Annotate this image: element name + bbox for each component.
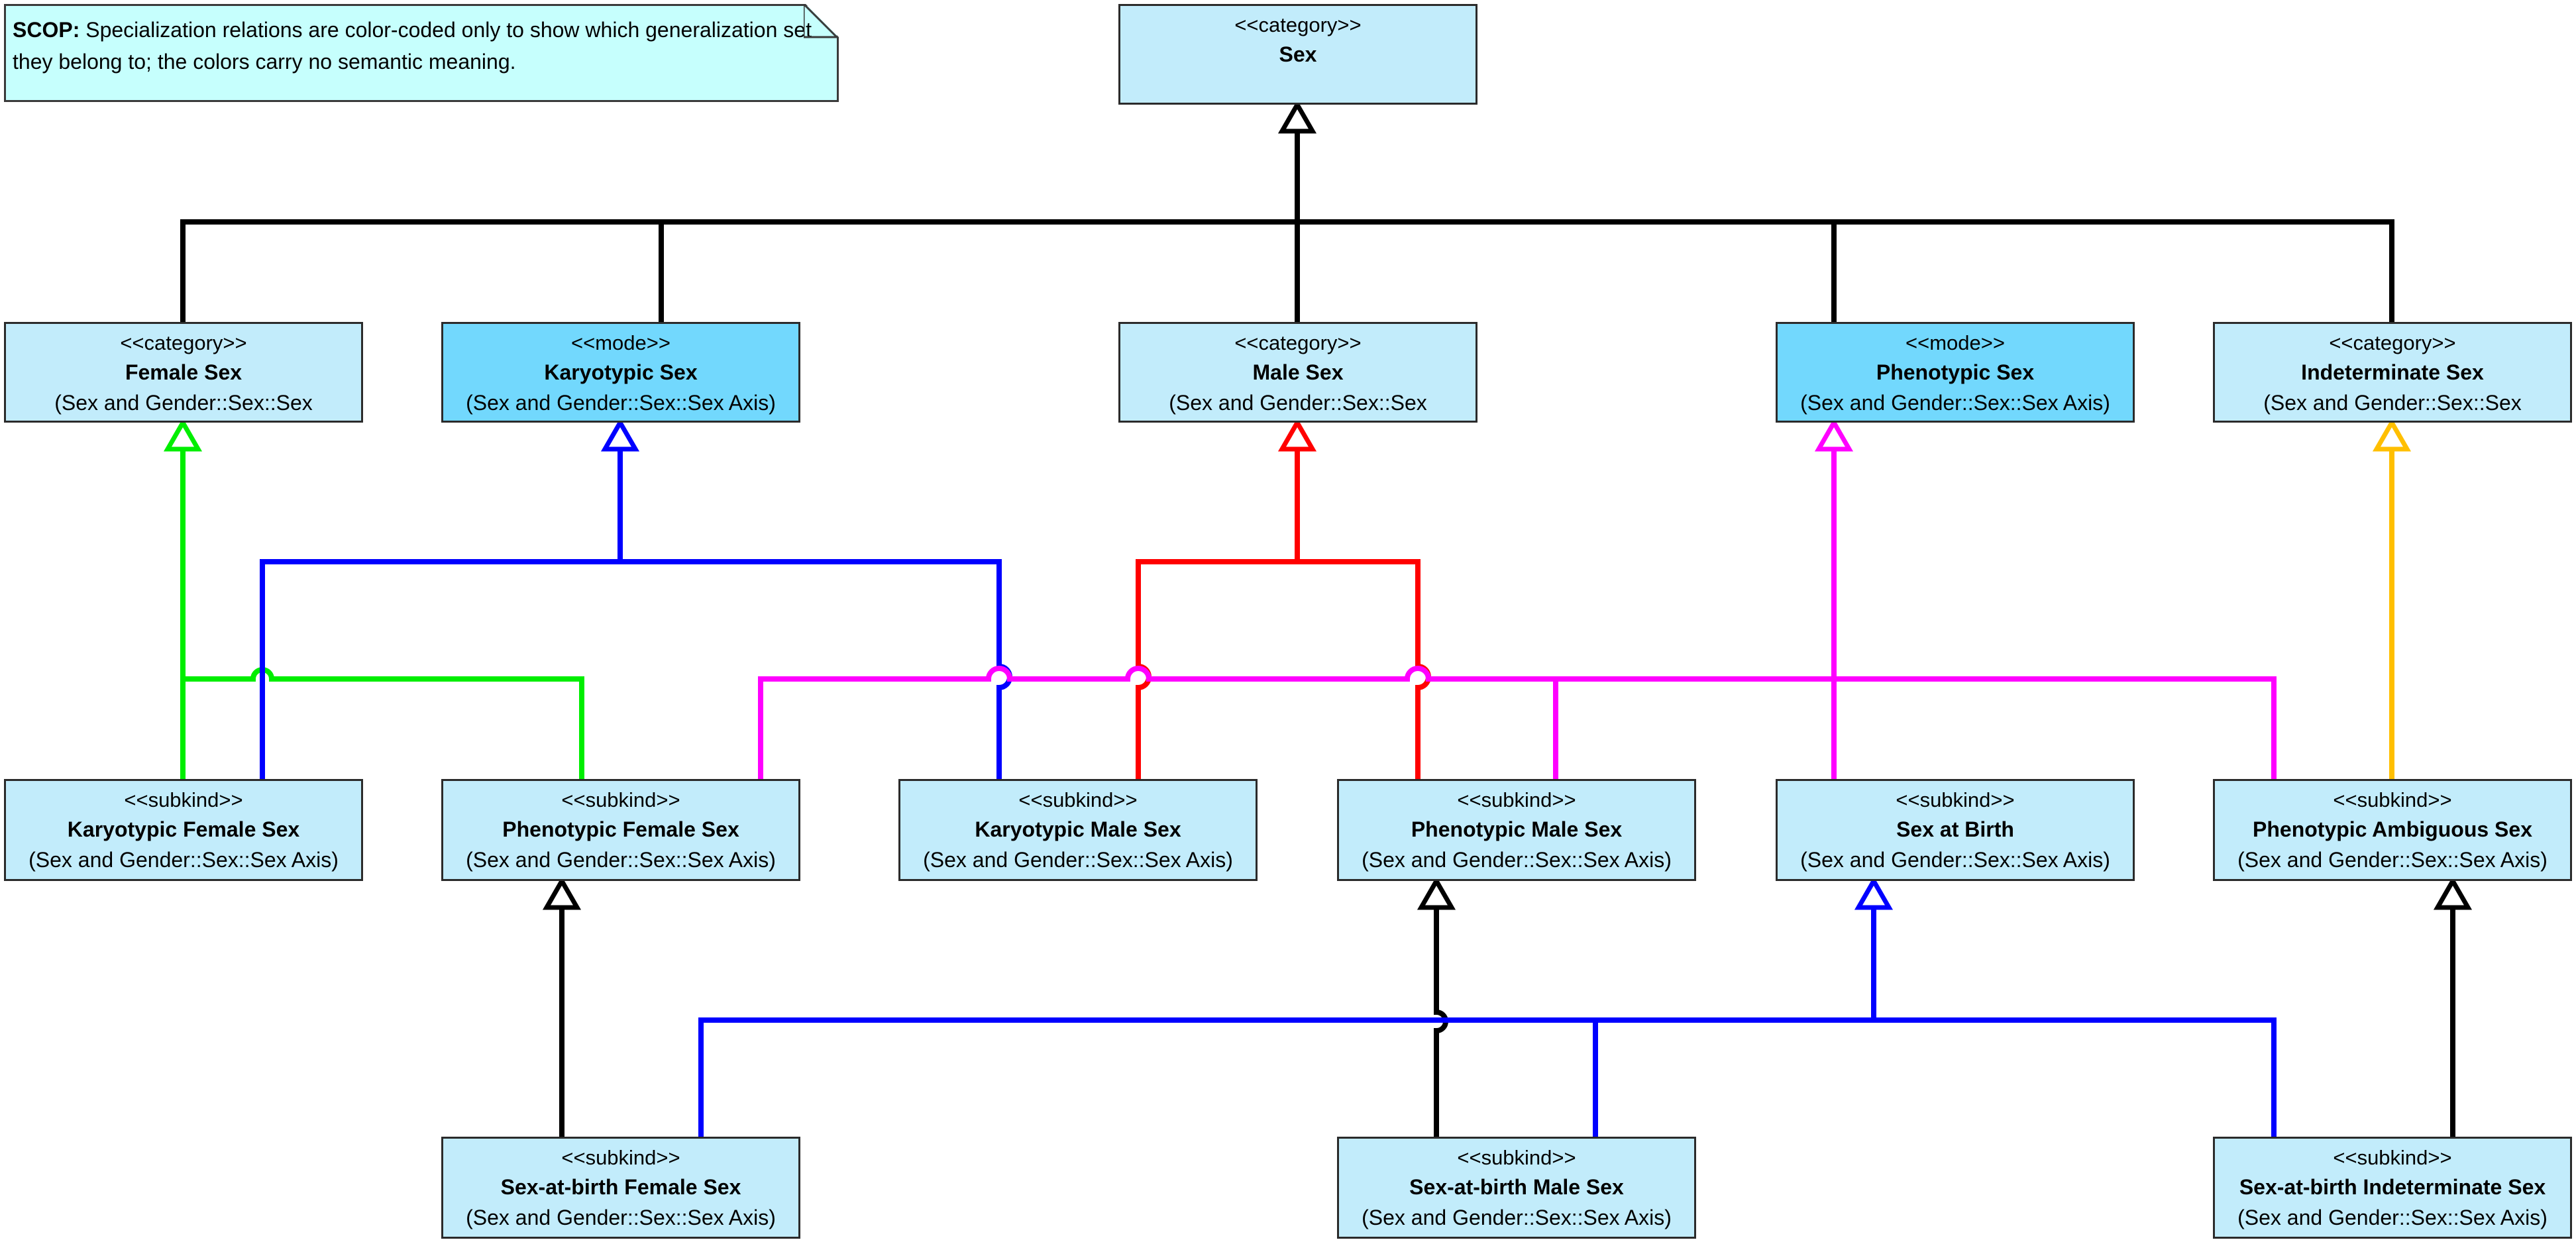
class-karyotypic-female-sex[interactable]: <<subkind>> Karyotypic Female Sex (Sex a…	[4, 779, 363, 881]
class-phenotypic-ambiguous-sex[interactable]: <<subkind>> Phenotypic Ambiguous Sex (Se…	[2213, 779, 2572, 881]
class-name: Sex	[1279, 42, 1317, 66]
class-name: Phenotypic Female Sex	[502, 817, 739, 841]
class-name: Sex-at-birth Female Sex	[500, 1175, 741, 1199]
stereotype-label: <<subkind>>	[561, 788, 680, 811]
class-name: Indeterminate Sex	[2301, 360, 2484, 384]
class-package: (Sex and Gender::Sex::Sex Axis)	[1362, 1206, 1672, 1229]
stereotype-label: <<category>>	[120, 331, 247, 354]
class-phenotypic-sex[interactable]: <<mode>> Phenotypic Sex (Sex and Gender:…	[1776, 322, 2135, 423]
edge-karyotypic-to-karyotypic-sex	[260, 559, 1012, 780]
class-package: (Sex and Gender::Sex::Sex Axis)	[466, 391, 776, 415]
class-package: (Sex and Gender::Sex::Sex Gender)	[1169, 391, 1427, 415]
arrowhead-phenotypic-sex	[1814, 417, 1854, 452]
class-name: Phenotypic Sex	[1876, 360, 2035, 384]
class-name: Sex at Birth	[1896, 817, 2014, 841]
stereotype-label: <<subkind>>	[124, 788, 243, 811]
stereotype-label: <<category>>	[1234, 331, 1362, 354]
edge-phenotypic-children-to-phenotypic-sex	[758, 666, 2277, 780]
class-package: (Sex and Gender::Sex::Sex Axis)	[466, 1206, 776, 1229]
arrowhead-indeterminate-sex	[2372, 417, 2412, 452]
class-indeterminate-sex[interactable]: <<category>> Indeterminate Sex (Sex and …	[2213, 322, 2572, 423]
arrowhead-female-sex	[163, 417, 203, 452]
class-phenotypic-female-sex[interactable]: <<subkind>> Phenotypic Female Sex (Sex a…	[441, 779, 800, 881]
scop-note[interactable]: SCOP: Specialization relations are color…	[4, 4, 839, 102]
class-sex-at-birth-female-sex[interactable]: <<subkind>> Sex-at-birth Female Sex (Sex…	[441, 1137, 800, 1239]
edge-sab-children-to-sex-at-birth	[698, 1017, 2277, 1138]
stereotype-label: <<subkind>>	[561, 1146, 680, 1169]
class-package: (Sex and Gender::Sex::Sex Axis)	[466, 848, 776, 872]
class-package: (Sex and Gender::Sex::Sex Axis)	[2237, 1206, 2548, 1229]
class-phenotypic-male-sex[interactable]: <<subkind>> Phenotypic Male Sex (Sex and…	[1337, 779, 1696, 881]
arrowhead-phenotypic-male-sex	[1417, 876, 1456, 910]
arrowhead-phenotypic-ambiguous-sex	[2433, 876, 2473, 910]
class-karyotypic-sex[interactable]: <<mode>> Karyotypic Sex (Sex and Gender:…	[441, 322, 800, 423]
edge-karyotypic-male-to-male	[1136, 559, 1431, 780]
edge-phenotypic-female-to-female	[183, 667, 584, 780]
arrowhead-karyotypic-sex	[600, 417, 640, 452]
class-name: Karyotypic Male Sex	[975, 817, 1181, 841]
class-female-sex[interactable]: <<category>> Female Sex (Sex and Gender:…	[4, 322, 363, 423]
class-name: Sex-at-birth Indeterminate Sex	[2239, 1175, 2546, 1199]
class-package: (Sex and Gender::Sex::Sex Axis)	[1800, 848, 2110, 872]
class-name: Sex-at-birth Male Sex	[1409, 1175, 1624, 1199]
class-sex-at-birth-indeterminate-sex[interactable]: <<subkind>> Sex-at-birth Indeterminate S…	[2213, 1137, 2572, 1239]
class-package: (Sex and Gender::Sex::Sex Gender)	[54, 391, 313, 415]
stereotype-label: <<subkind>>	[1457, 1146, 1576, 1169]
arrowhead-male-sex	[1277, 417, 1317, 452]
stereotype-label: <<subkind>>	[1896, 788, 2015, 811]
stereotype-label: <<subkind>>	[2333, 1146, 2452, 1169]
stereotype-label: <<subkind>>	[1457, 788, 1576, 811]
class-name: Female Sex	[125, 360, 242, 384]
class-karyotypic-male-sex[interactable]: <<subkind>> Karyotypic Male Sex (Sex and…	[898, 779, 1258, 881]
class-sex[interactable]: <<category>> Sex	[1118, 4, 1477, 105]
stereotype-label: <<mode>>	[571, 331, 671, 354]
stereotype-label: <<category>>	[2329, 331, 2456, 354]
class-package: (Sex and Gender::Sex::Sex Axis)	[923, 848, 1233, 872]
stereotype-label: <<subkind>>	[2333, 788, 2452, 811]
class-package: (Sex and Gender::Sex::Sex Gender)	[2263, 391, 2522, 415]
note-fold-corner	[804, 4, 838, 38]
class-package: (Sex and Gender::Sex::Sex Axis)	[2237, 848, 2548, 872]
class-package: (Sex and Gender::Sex::Sex Axis)	[1800, 391, 2110, 415]
arrowhead-sex	[1277, 99, 1317, 134]
class-package: (Sex and Gender::Sex::Sex Axis)	[1362, 848, 1672, 872]
class-name: Phenotypic Ambiguous Sex	[2253, 817, 2532, 841]
class-name: Karyotypic Sex	[544, 360, 698, 384]
class-name: Karyotypic Female Sex	[67, 817, 300, 841]
stereotype-label: <<mode>>	[1905, 331, 2005, 354]
arrowhead-sex-at-birth	[1854, 876, 1894, 910]
note-text: Specialization relations are color-coded…	[13, 18, 812, 74]
class-name: Male Sex	[1252, 360, 1344, 384]
stereotype-label: <<subkind>>	[1018, 788, 1138, 811]
class-name: Phenotypic Male Sex	[1411, 817, 1623, 841]
class-package: (Sex and Gender::Sex::Sex Axis)	[28, 848, 339, 872]
class-male-sex[interactable]: <<category>> Male Sex (Sex and Gender::S…	[1118, 322, 1477, 423]
note-label: SCOP:	[13, 18, 80, 42]
stereotype-label: <<category>>	[1234, 13, 1362, 36]
class-sex-at-birth-male-sex[interactable]: <<subkind>> Sex-at-birth Male Sex (Sex a…	[1337, 1137, 1696, 1239]
arrowhead-phenotypic-female-sex	[542, 876, 582, 910]
edge-female-sex-to-sex	[180, 219, 2394, 323]
class-sex-at-birth[interactable]: <<subkind>> Sex at Birth (Sex and Gender…	[1776, 779, 2135, 881]
